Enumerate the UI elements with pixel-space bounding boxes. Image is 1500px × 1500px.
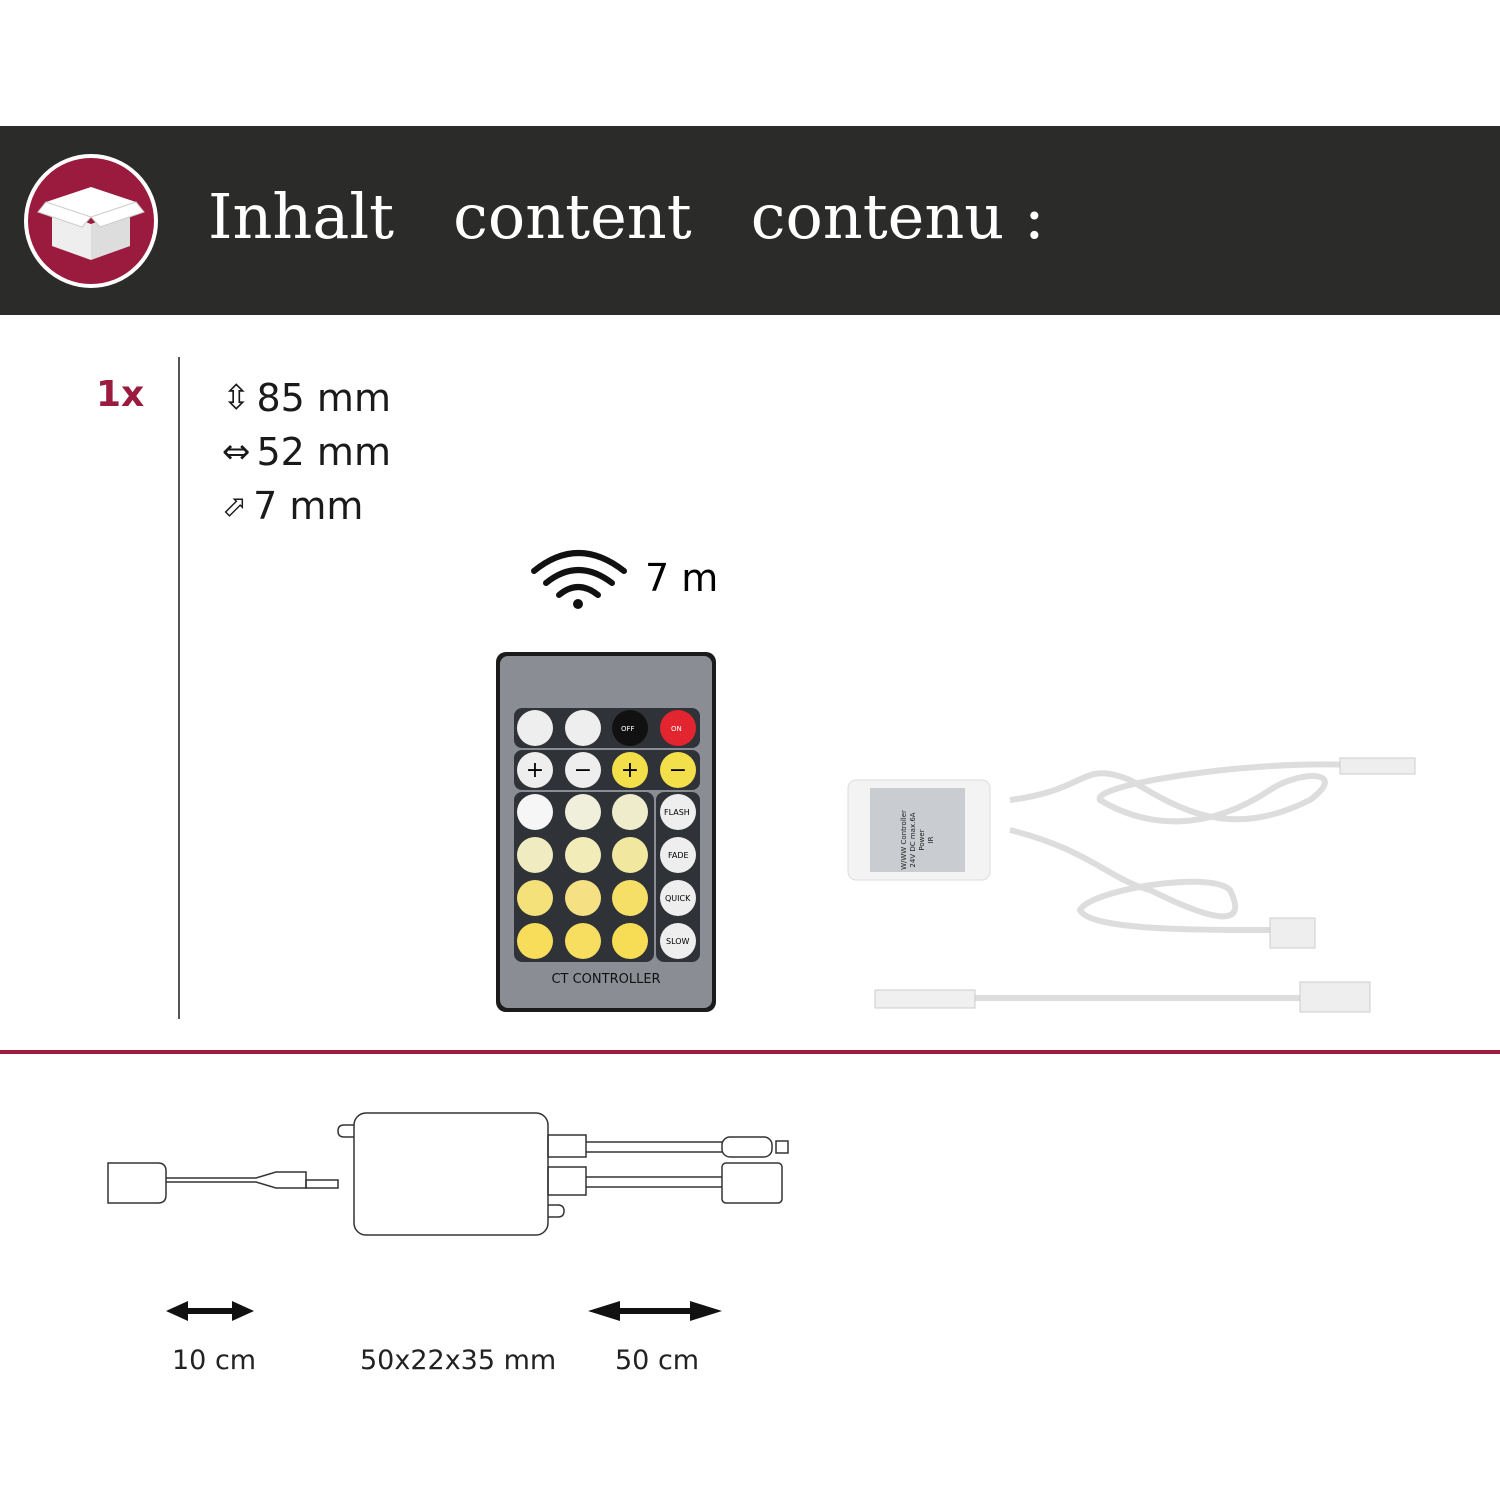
dimension-value: 7 mm — [253, 484, 364, 528]
svg-text:+: + — [621, 758, 639, 783]
divider — [178, 357, 180, 1019]
label-line: IR — [927, 836, 935, 844]
dimension-height: ⇳85 mm — [222, 376, 391, 420]
quick-button: QUICK — [665, 894, 691, 903]
label-line: Power — [918, 829, 926, 851]
box-icon — [24, 154, 158, 288]
header-bar — [0, 126, 1500, 315]
flash-button: FLASH — [664, 808, 690, 817]
slow-button: SLOW — [666, 937, 690, 946]
height-arrow-icon: ⇳ — [222, 378, 251, 418]
dimension-depth: ⬀7 mm — [222, 484, 363, 528]
dimension-value: 52 mm — [256, 430, 391, 474]
section-divider — [0, 1050, 1500, 1054]
quantity: 1x — [96, 374, 145, 415]
on-button: ON — [671, 725, 682, 733]
remote-label: CT CONTROLLER — [551, 972, 661, 987]
width-arrow-icon: ⇔ — [222, 432, 251, 472]
dimension-drawing — [107, 1112, 789, 1321]
label-line: W/WW Controller — [900, 810, 908, 870]
svg-text:−: − — [669, 758, 687, 783]
controller-size: 50x22x35 mm — [360, 1345, 557, 1376]
label-line: 24V DC max.6A — [909, 812, 917, 868]
remote-control: + − + − OFF ON FLASH FADE QUICK SLOW CT CO… — [496, 652, 716, 1012]
controller-label: W/WW Controller 24V DC max.6A Power IR — [860, 790, 1000, 890]
dimension-width: ⇔52 mm — [222, 430, 391, 474]
dimension-value: 85 mm — [256, 376, 391, 420]
cable-length-long: 50 cm — [615, 1345, 700, 1376]
svg-text:+: + — [526, 758, 544, 783]
depth-arrow-icon: ⬀ — [222, 488, 248, 524]
controller-with-cables — [847, 757, 1416, 1013]
cable-length-short: 10 cm — [172, 1345, 257, 1376]
arrow-icons — [166, 1301, 722, 1321]
range-value: 7 m — [645, 556, 719, 600]
fade-button: FADE — [668, 851, 689, 860]
wifi-icon — [531, 550, 627, 609]
svg-text:−: − — [574, 758, 592, 783]
off-button: OFF — [621, 725, 635, 733]
page-title: Inhalt content contenu : — [208, 180, 1045, 253]
